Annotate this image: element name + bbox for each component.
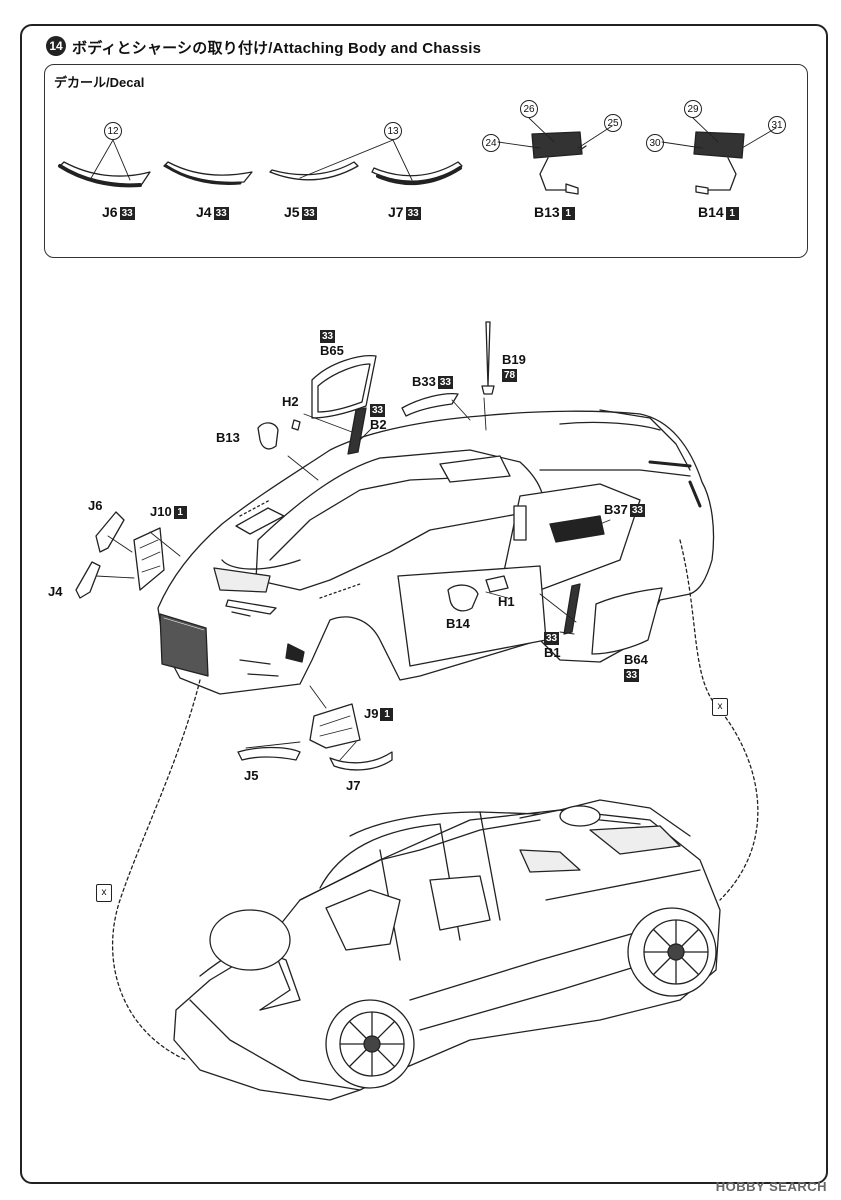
part-J10	[133, 527, 165, 591]
label-B14: B14	[446, 616, 470, 631]
sprue-badge: 33	[629, 504, 645, 518]
decal-callout-31: 31	[768, 116, 786, 134]
decal-lip-J4	[163, 161, 253, 185]
part-B2	[347, 407, 367, 455]
part-J6	[95, 511, 125, 553]
step-title: ボディとシャーシの取り付け/Attaching Body and Chassis	[72, 40, 482, 57]
part-J5	[237, 746, 301, 761]
decal-lip-J7	[371, 161, 463, 186]
decal-mirror-B13	[531, 131, 587, 195]
label-H1: H1	[498, 594, 515, 609]
decal-panel	[44, 64, 808, 258]
sprue-badge: 78	[502, 369, 518, 383]
part-B19-antenna	[481, 321, 495, 395]
part-J4	[75, 561, 101, 599]
sprue-badge: 33	[624, 669, 640, 683]
sprue-badge: 1	[380, 708, 394, 722]
sprue-badge: 33	[544, 632, 560, 646]
decal-sprue-badge: 1	[725, 206, 739, 220]
decal-lip-J6	[58, 161, 151, 188]
watermark: HOBBY SEARCH	[715, 1179, 827, 1194]
sprue-badge: 33	[320, 330, 336, 344]
part-H1	[447, 575, 509, 612]
decal-callout-13: 13	[384, 122, 402, 140]
sprue-badge: 33	[370, 404, 386, 418]
label-B13: B13	[216, 430, 240, 445]
part-B37	[553, 515, 601, 541]
car-body-outline	[157, 409, 715, 695]
decal-sprue-badge: 33	[119, 206, 135, 220]
part-B1	[563, 583, 581, 635]
part-B13-mirror	[257, 422, 279, 450]
decal-callout-29: 29	[684, 100, 702, 118]
label-J6: J6	[88, 498, 103, 513]
step-number-badge: 14	[46, 36, 66, 56]
instruction-frame	[20, 24, 828, 1184]
part-J7	[329, 751, 393, 771]
label-J4: J4	[48, 584, 63, 599]
chassis-wheels	[209, 805, 717, 1089]
decal-callout-30: 30	[646, 134, 664, 152]
chassis-outline	[173, 799, 721, 1101]
label-H2: H2	[282, 394, 299, 409]
decal-callout-12: 12	[104, 122, 122, 140]
decal-panel-title: デカール/Decal	[54, 75, 145, 90]
label-J7: J7	[346, 778, 361, 793]
part-B64	[591, 587, 663, 655]
decal-mirror-B14	[693, 131, 745, 195]
decal-sprue-badge: 33	[213, 206, 229, 220]
decal-lip-J5	[269, 161, 359, 181]
part-H2	[291, 419, 301, 431]
decal-callout-25: 25	[604, 114, 622, 132]
assembly-marker-icon: x	[96, 884, 112, 902]
decal-callout-24: 24	[482, 134, 500, 152]
decal-callout-26: 26	[520, 100, 538, 118]
decal-sprue-badge: 33	[405, 206, 421, 220]
part-B65	[311, 355, 377, 419]
decal-sprue-badge: 1	[561, 206, 575, 220]
label-J5: J5	[244, 768, 259, 783]
part-B33	[401, 392, 459, 417]
sprue-badge: 33	[437, 376, 453, 390]
decal-sprue-badge: 33	[301, 206, 317, 220]
sprue-badge: 1	[173, 506, 187, 520]
assembly-marker-icon: x	[712, 698, 728, 716]
part-J9	[309, 703, 361, 749]
